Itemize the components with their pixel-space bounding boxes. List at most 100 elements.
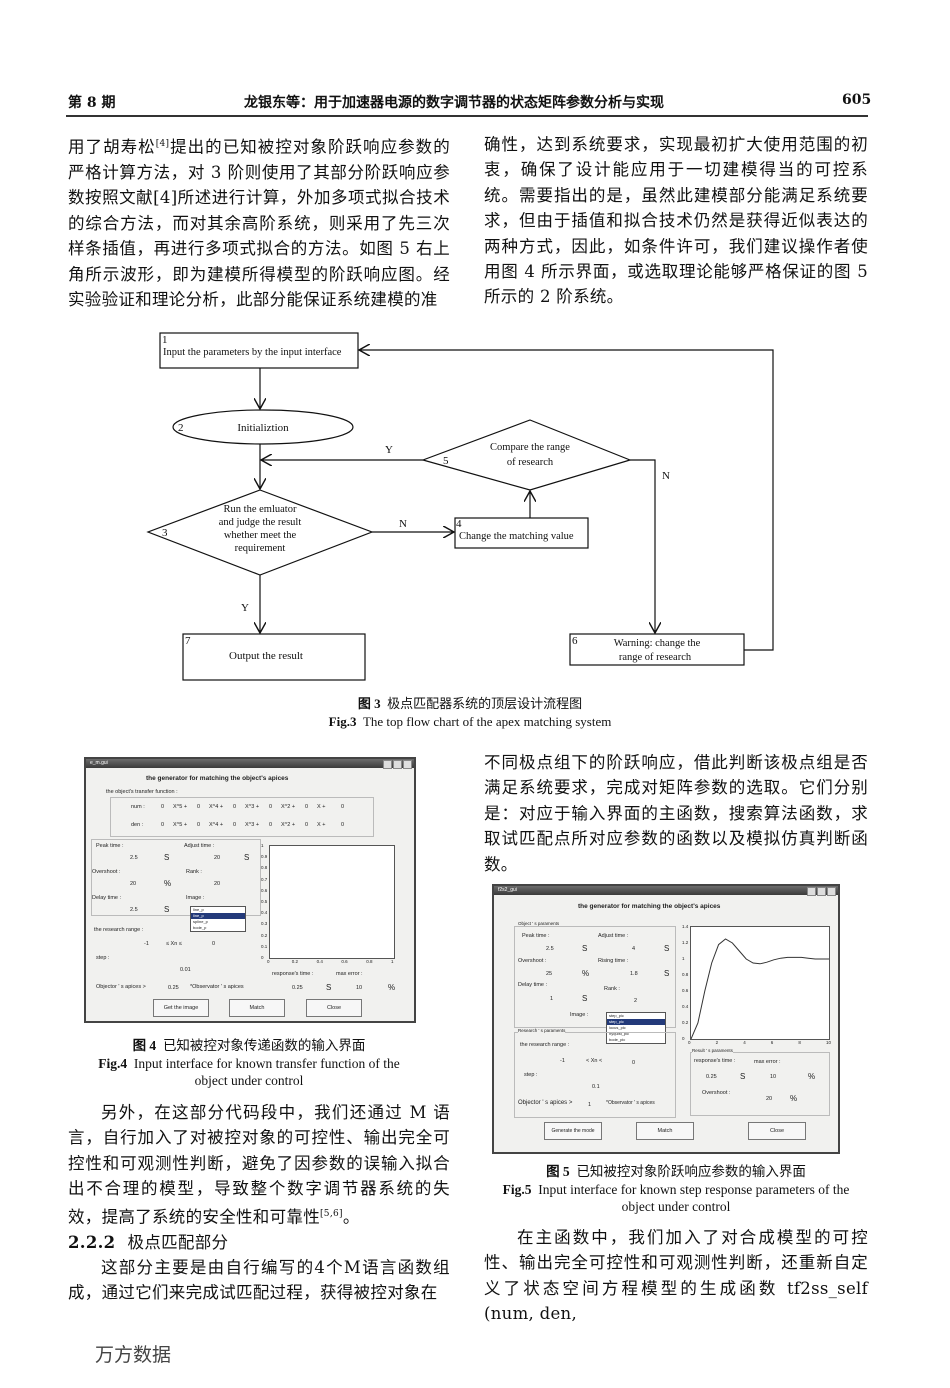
- step-field[interactable]: 0.1: [592, 1084, 600, 1090]
- top-right-paragraph: 确性，达到系统要求，实现最初扩大使用范围的初衷，确保了设计能应用于一切建模得当的…: [484, 132, 868, 310]
- dropdown-value[interactable]: line_p: [193, 907, 204, 912]
- y-tick-label: 1.4: [682, 924, 689, 929]
- adjust-time-field[interactable]: 4: [632, 946, 636, 952]
- num-label: num :: [131, 804, 145, 810]
- range-low-field[interactable]: -1: [144, 941, 149, 947]
- dropdown-option[interactable]: step_pic: [607, 1019, 665, 1025]
- edge-label-no: N: [399, 518, 407, 530]
- y-tick-label: 0.4: [682, 1004, 689, 1009]
- max-error-field[interactable]: 10: [356, 985, 363, 991]
- coefficient-field[interactable]: 0: [269, 804, 273, 810]
- delay-time-field[interactable]: 1: [550, 996, 554, 1002]
- coefficient-field[interactable]: 0: [161, 804, 165, 810]
- overshoot-field[interactable]: 20: [130, 881, 137, 887]
- get-image-button[interactable]: Get the image: [153, 999, 209, 1017]
- node-1-number: 1: [162, 334, 168, 346]
- coefficient-field[interactable]: 0: [233, 804, 237, 810]
- caption-label: 图 4: [132, 1038, 157, 1053]
- power-label: X^2 +: [281, 822, 296, 828]
- adjust-time-field[interactable]: 20: [214, 855, 221, 861]
- window-title: e_m.gui: [90, 760, 108, 766]
- tf-label: the object's transfer function :: [106, 789, 178, 795]
- coefficient-field[interactable]: 0: [269, 822, 273, 828]
- bottom-right-text: 在主函数中，我们加入了对合成模型的可控性、输出完全可控性和可观测性判断，还重新自…: [484, 1225, 868, 1327]
- ratio-field[interactable]: 0.25: [168, 985, 179, 991]
- step-field[interactable]: 0.01: [180, 967, 191, 973]
- node-3-label-line: and judge the result: [219, 517, 302, 528]
- unit: S: [664, 944, 670, 953]
- response-time-field[interactable]: 0.25: [292, 985, 303, 991]
- text-run: 用了胡寿松: [68, 137, 156, 157]
- overshoot-field[interactable]: 25: [546, 971, 553, 977]
- peak-time-field[interactable]: 2.5: [546, 946, 554, 952]
- image-dropdown[interactable]: line_p line_p spline_p bode_p: [190, 906, 246, 932]
- range-high-field[interactable]: 0: [212, 941, 216, 947]
- generate-model-button[interactable]: Generate the mode: [544, 1122, 602, 1140]
- dropdown-option[interactable]: bode_p: [193, 925, 207, 930]
- edge-label-no: N: [662, 470, 670, 482]
- ratio-field[interactable]: 1: [588, 1102, 592, 1108]
- text-run: 提出的已知被控对象阶跃响应参数的严格计算方法，对 3 阶则使用了其部分阶跃响应参…: [68, 137, 450, 309]
- y-tick-label: 0: [261, 955, 264, 960]
- match-button[interactable]: Match: [229, 999, 285, 1017]
- dropdown-value[interactable]: step_pic: [609, 1013, 624, 1018]
- result-params-panel: [690, 1052, 830, 1116]
- dropdown-option[interactable]: nyquist_pic: [609, 1031, 630, 1036]
- y-tick-label: 0.3: [261, 921, 268, 927]
- coefficient-field[interactable]: 0: [197, 822, 201, 828]
- x-tick-label: 4: [743, 1040, 746, 1045]
- header-rule: [66, 115, 868, 117]
- range-label: the research range :: [520, 1042, 570, 1048]
- range-high-field[interactable]: 0: [632, 1060, 636, 1066]
- coefficient-field[interactable]: 0: [305, 822, 309, 828]
- overshoot-label: Overshoot :: [518, 958, 547, 964]
- peak-time-label: Peak time :: [96, 843, 124, 849]
- x-tick-label: 10: [826, 1040, 832, 1045]
- power-label: X +: [317, 822, 326, 828]
- power-label: X^5 +: [173, 804, 188, 810]
- max-error-field[interactable]: 10: [770, 1074, 777, 1080]
- rank-label: Rank :: [186, 869, 202, 875]
- close-button[interactable]: Close: [306, 999, 362, 1017]
- node-7-number: 7: [185, 635, 191, 647]
- running-title: 龙银东等：用于加速器电源的数字调节器的状态矩阵参数分析与实现: [244, 95, 664, 111]
- rising-time-field[interactable]: 1.8: [630, 971, 638, 977]
- coefficient-field[interactable]: 0: [305, 804, 309, 810]
- delay-time-field[interactable]: 2.5: [130, 907, 138, 913]
- coefficient-field[interactable]: 0: [341, 804, 345, 810]
- result-overshoot-field[interactable]: 20: [766, 1096, 773, 1102]
- edge-label-yes: Y: [241, 602, 249, 614]
- max-error-label: max error :: [336, 971, 363, 977]
- bottom-left-text: 另外，在这部分代码段中，我们还通过 M 语言，自行加入了对被控对象的可控性、输出…: [68, 1100, 450, 1306]
- power-label: X +: [317, 804, 326, 810]
- dropdown-option[interactable]: line_p: [191, 913, 245, 919]
- coefficient-field[interactable]: 0: [197, 804, 201, 810]
- response-time-field[interactable]: 0.25: [706, 1074, 717, 1080]
- rank-field[interactable]: 2: [634, 998, 638, 1004]
- range-low-field[interactable]: -1: [560, 1058, 565, 1064]
- overshoot-label: Overshoot :: [92, 869, 121, 875]
- range-operator: < Xn <: [586, 1058, 603, 1064]
- x-tick-label: 0.8: [366, 959, 373, 964]
- match-button[interactable]: Match: [636, 1122, 694, 1140]
- coefficient-field[interactable]: 0: [341, 822, 345, 828]
- rank-label: Rank :: [604, 986, 620, 992]
- caption-cn: 极点匹配器系统的顶层设计流程图: [387, 696, 583, 711]
- figure-5-gui-screenshot: f2s2_gui the generator for matching the …: [492, 884, 840, 1154]
- dropdown-option[interactable]: bode_pic: [609, 1037, 626, 1042]
- image-dropdown[interactable]: step_pic step_pic locus_pic nyquist_pic …: [606, 1012, 666, 1044]
- coefficient-field[interactable]: 0: [233, 822, 237, 828]
- unit: S: [164, 905, 170, 914]
- rank-field[interactable]: 20: [214, 881, 221, 887]
- close-button[interactable]: Close: [748, 1122, 806, 1140]
- dropdown-option[interactable]: locus_pic: [609, 1025, 626, 1030]
- node-7-box: [182, 633, 366, 681]
- peak-time-field[interactable]: 2.5: [130, 855, 138, 861]
- maximize-icon: [817, 887, 826, 896]
- coefficient-field[interactable]: 0: [161, 822, 165, 828]
- dropdown-option[interactable]: spline_p: [193, 919, 208, 924]
- caption-label: Fig.4: [98, 1055, 128, 1071]
